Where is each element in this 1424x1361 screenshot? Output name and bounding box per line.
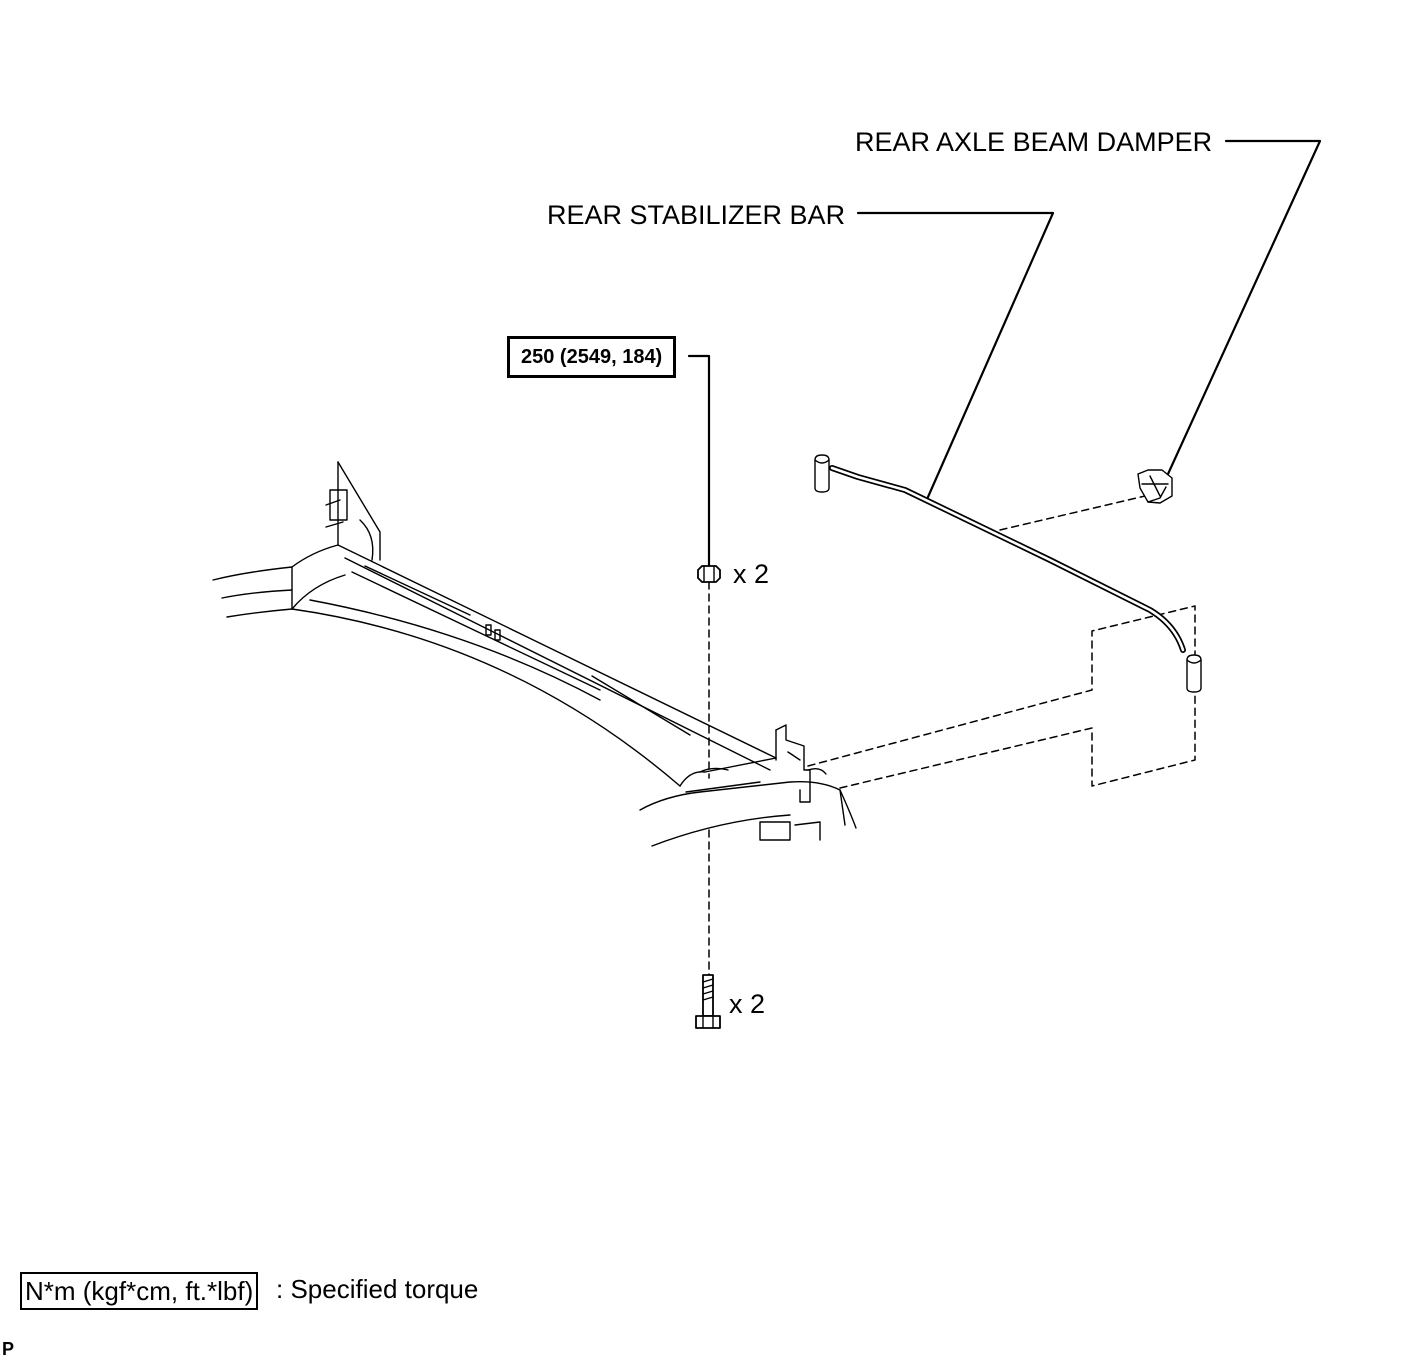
stabilizer-label: REAR STABILIZER BAR bbox=[547, 200, 846, 230]
nut bbox=[697, 565, 721, 583]
assembly-dashed-lines bbox=[708, 495, 1196, 976]
nut-quantity-label: x 2 bbox=[733, 559, 770, 589]
torque-unit-legend-box: N*m (kgf*cm, ft.*lbf) bbox=[20, 1272, 259, 1310]
torque-spec-box: 250 (2549, 184) bbox=[507, 336, 677, 378]
damper-leader-line bbox=[1166, 139, 1322, 476]
torque-leader-line bbox=[687, 354, 711, 569]
corner-mark: P bbox=[2, 1339, 15, 1359]
bolt-quantity-label: x 2 bbox=[729, 989, 766, 1019]
rear-axle-beam-damper bbox=[1137, 469, 1173, 504]
rear-stabilizer-bar bbox=[814, 454, 1202, 693]
torque-legend-description: : Specified torque bbox=[276, 1274, 479, 1304]
stabilizer-leader-line bbox=[856, 211, 1055, 499]
rear-axle-beam bbox=[212, 461, 857, 847]
damper-label: REAR AXLE BEAM DAMPER bbox=[855, 127, 1213, 157]
bolt bbox=[695, 974, 721, 1029]
